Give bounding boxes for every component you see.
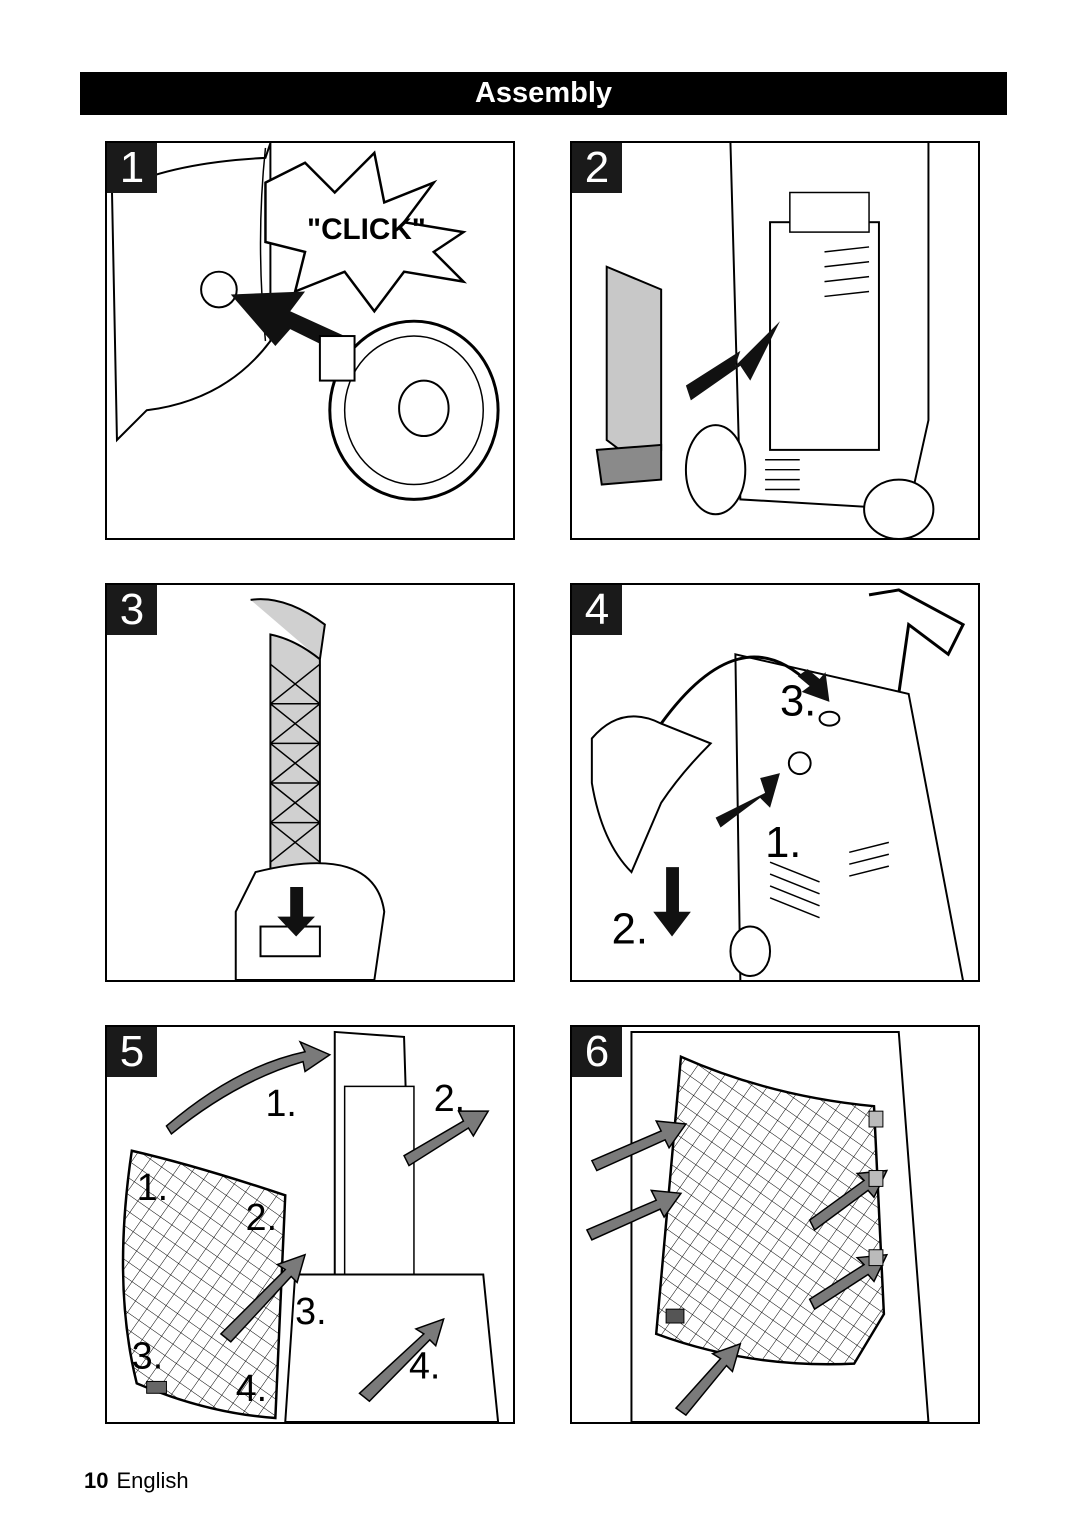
click-callout: "CLICK" (307, 213, 426, 246)
step-label: 4. (236, 1367, 267, 1409)
step-panel-6: 6 (570, 1025, 980, 1424)
page-footer: 10 English (84, 1468, 189, 1494)
step-label: 3. (780, 678, 816, 726)
step-number-badge: 4 (572, 585, 622, 635)
step-label: 3. (132, 1335, 163, 1377)
section-header: Assembly (80, 72, 1007, 115)
step-panel-2: 2 (570, 141, 980, 540)
page-number: 10 (84, 1468, 109, 1493)
step-number-badge: 2 (572, 143, 622, 193)
storage-net-illustration: 1. 2. 1. 2. 3. 3. 4. 4. (121, 1030, 500, 1422)
step-label: 2. (246, 1196, 277, 1238)
step-number-badge: 5 (107, 1027, 157, 1077)
step-number-badge: 6 (572, 1027, 622, 1077)
step-label: 4. (409, 1344, 440, 1386)
page-language: English (116, 1468, 189, 1493)
step-label: 1. (137, 1166, 168, 1208)
step-label: 1. (765, 819, 801, 867)
cover-insert-illustration (595, 143, 935, 538)
step-number-badge: 1 (107, 143, 157, 193)
wheel-attach-illustration: "CLICK" (111, 143, 500, 501)
step-label: 1. (265, 1082, 296, 1124)
step-panel-1: "CLICK" 1 (105, 141, 515, 540)
step-panel-5: 1. 2. 1. 2. 3. 3. 4. 4. 5 (105, 1025, 515, 1424)
step-panel-4: 3. 1. 2. 4 (570, 583, 980, 982)
net-attached-illustration (585, 1030, 930, 1422)
step-label: 2. (612, 905, 648, 953)
step-label: 2. (434, 1077, 465, 1119)
handle-insert-illustration (234, 598, 386, 980)
spray-gun-attach-illustration: 3. 1. 2. (590, 588, 966, 980)
step-number-badge: 3 (107, 585, 157, 635)
step-label: 3. (295, 1290, 326, 1332)
step-panel-3: 3 (105, 583, 515, 982)
